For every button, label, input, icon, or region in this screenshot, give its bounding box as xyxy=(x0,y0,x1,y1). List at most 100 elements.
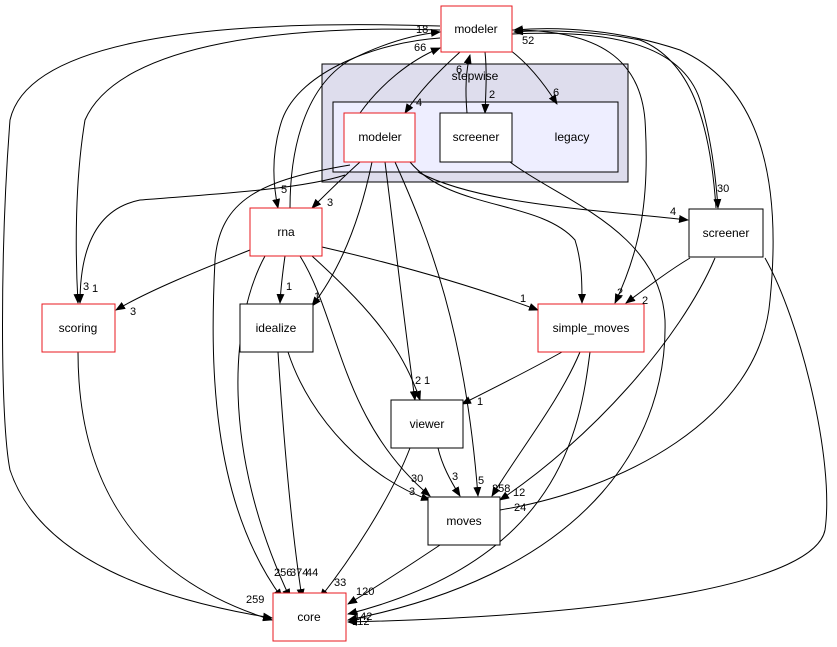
edge-stepwise-modeler-to-core xyxy=(212,164,351,599)
edge-modeler-to-stepwise-modeler xyxy=(404,51,461,114)
node-stepwise-screener[interactable]: screener xyxy=(439,112,513,163)
edge-label[interactable]: 6 xyxy=(553,87,559,99)
edge-label[interactable]: 52 xyxy=(522,35,534,47)
edge-label[interactable]: 3 xyxy=(83,281,89,293)
edge-label[interactable]: 3 xyxy=(452,471,458,483)
edge-label[interactable]: 2 xyxy=(617,287,623,299)
edge-rna-to-idealize xyxy=(276,255,286,304)
edge-idealize-to-core xyxy=(277,351,305,599)
edge-label[interactable]: 2 xyxy=(642,295,648,307)
edge-label[interactable]: 3 xyxy=(130,306,136,318)
edge-label[interactable]: 5 xyxy=(478,475,484,487)
edge-stepwise-screener-to-modeler xyxy=(463,54,472,114)
edges xyxy=(2,24,828,626)
node-moves-label: moves xyxy=(446,514,481,528)
node-scoring-label: scoring xyxy=(59,321,98,335)
edge-stepwise-modeler-to-rna xyxy=(311,161,361,209)
edge-screener-to-core xyxy=(347,257,828,626)
edge-moves-to-core xyxy=(347,544,441,605)
node-simple-moves[interactable]: simple_moves xyxy=(537,303,645,353)
edge-viewer-to-core xyxy=(319,447,411,599)
node-screener-label: screener xyxy=(703,226,750,240)
edge-modeler-to-scoring xyxy=(73,28,441,304)
edge-stepwise-modeler-to-screener xyxy=(417,171,689,223)
node-rna[interactable]: rna xyxy=(249,207,323,257)
edge-rna-to-modeler xyxy=(289,28,441,209)
edge-label[interactable]: 1 xyxy=(286,281,292,293)
edge-moves-to-modeler xyxy=(499,25,774,511)
edge-label[interactable]: 2 xyxy=(415,375,421,387)
edge-idealize-to-moves xyxy=(287,351,431,501)
node-idealize-label: idealize xyxy=(256,321,297,335)
edge-label[interactable]: 1 xyxy=(424,375,430,387)
edge-label[interactable]: 256 xyxy=(274,567,292,579)
edge-screener-to-moves xyxy=(499,257,716,501)
edge-modeler-to-legacy xyxy=(509,49,558,105)
edge-rna-to-simple-moves xyxy=(321,246,539,311)
node-stepwise-modeler[interactable]: modeler xyxy=(343,112,416,163)
edge-simple-moves-to-core xyxy=(347,351,591,616)
edge-stepwise-modeler-to-simple-moves xyxy=(409,161,586,304)
edge-label[interactable]: 18 xyxy=(416,24,428,36)
node-stepwise-modeler-label: modeler xyxy=(358,130,401,144)
cluster-stepwise-label: stepwise xyxy=(452,69,499,83)
edge-label[interactable]: 3 xyxy=(327,197,333,209)
edge-rna-to-viewer xyxy=(311,255,421,401)
node-modeler-top-label: modeler xyxy=(454,22,497,36)
edge-label[interactable]: 4 xyxy=(670,206,676,218)
edge-modeler-to-rna xyxy=(272,37,441,209)
edge-label[interactable]: 1 xyxy=(520,293,526,305)
edge-label[interactable]: 6 xyxy=(456,64,462,76)
edge-label[interactable]: 24 xyxy=(514,502,526,514)
node-viewer-label: viewer xyxy=(410,417,445,431)
edge-viewer-to-moves xyxy=(437,447,461,497)
node-simple-moves-label: simple_moves xyxy=(553,321,630,335)
edge-stepwise-modeler-to-scoring xyxy=(76,174,346,304)
edge-label[interactable]: 120 xyxy=(356,586,374,598)
cluster-legacy-label[interactable]: legacy xyxy=(555,130,590,144)
edge-label[interactable]: 44 xyxy=(306,567,318,579)
edge-stepwise-modeler-to-modeler xyxy=(359,47,441,114)
edge-rna-to-core xyxy=(237,255,291,599)
edge-label[interactable]: 30 xyxy=(411,473,423,485)
node-stepwise-screener-label: screener xyxy=(453,130,500,144)
edge-stepwise-modeler-to-idealize xyxy=(311,161,373,307)
edge-simple-moves-to-moves xyxy=(491,351,581,497)
edge-label[interactable]: 1 xyxy=(314,291,320,303)
edge-label[interactable]: 2 xyxy=(489,89,495,101)
edge-label[interactable]: 3 xyxy=(409,486,415,498)
edge-stepwise-modeler-to-moves xyxy=(394,161,482,497)
edge-stepwise-modeler-to-viewer xyxy=(384,161,418,401)
edge-modeler-to-stepwise-screener xyxy=(481,51,490,114)
edge-label[interactable]: 12 xyxy=(513,487,525,499)
edge-stepwise-screener-to-core xyxy=(347,161,666,623)
node-rna-label: rna xyxy=(277,225,295,239)
edge-rna-to-moves xyxy=(299,255,431,497)
edge-rna-to-scoring xyxy=(115,249,251,311)
edge-label[interactable]: 4 xyxy=(416,97,422,109)
edge-label[interactable]: 112 xyxy=(352,616,370,628)
edge-label[interactable]: 66 xyxy=(414,42,426,54)
node-core[interactable]: core xyxy=(272,592,347,642)
edge-label[interactable]: 1 xyxy=(477,396,483,408)
node-idealize[interactable]: idealize xyxy=(239,303,314,353)
edge-modeler-to-screener xyxy=(511,32,722,209)
edge-modeler-to-simple-moves xyxy=(511,29,647,304)
node-screener[interactable]: screener xyxy=(688,208,764,258)
node-core-label: core xyxy=(297,610,321,624)
edge-label[interactable]: 259 xyxy=(246,594,264,606)
edge-label[interactable]: 258 xyxy=(492,483,510,495)
edge-labels: 18 66 52 6 4 2 6 5 3 3 1 1 1 1 3 4 30 2 … xyxy=(83,24,729,628)
node-scoring[interactable]: scoring xyxy=(41,303,116,353)
edge-label[interactable]: 33 xyxy=(334,577,346,589)
edge-label[interactable]: 5 xyxy=(281,184,287,196)
edge-label[interactable]: 142 xyxy=(354,611,372,623)
node-moves[interactable]: moves xyxy=(427,496,501,546)
edge-label[interactable]: 1 xyxy=(92,283,98,295)
node-modeler-top[interactable]: modeler xyxy=(440,5,513,53)
edge-screener-to-modeler xyxy=(513,27,717,209)
edge-label[interactable]: 374 xyxy=(290,567,308,579)
edge-screener-to-simple-moves xyxy=(625,257,691,304)
node-viewer[interactable]: viewer xyxy=(390,399,464,449)
edge-label[interactable]: 30 xyxy=(717,183,729,195)
